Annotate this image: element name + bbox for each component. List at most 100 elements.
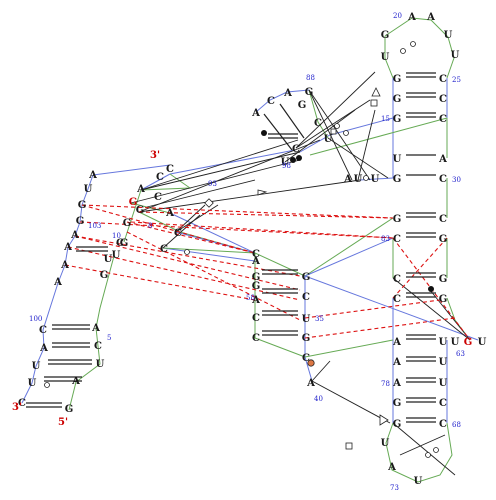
tertiary-interaction-line xyxy=(295,71,376,149)
nucleotide-label: U xyxy=(96,359,105,370)
nucleotide-label: C xyxy=(174,228,182,239)
tertiary-interaction-line xyxy=(162,214,201,249)
tertiary-interaction-line xyxy=(140,139,299,191)
position-number: 63 xyxy=(456,350,465,358)
open-circle-marker xyxy=(44,382,50,388)
long-range-dashed-line xyxy=(126,231,301,321)
nucleotide-label: C xyxy=(439,94,447,105)
nucleotide-label: U xyxy=(381,438,390,449)
long-range-dashed-line xyxy=(74,235,301,291)
backbone-line xyxy=(309,117,448,156)
nucleotide-label: G xyxy=(76,216,85,227)
nucleotide-label: C xyxy=(292,144,300,155)
open-circle-marker xyxy=(184,249,190,255)
nucleotide-label: U xyxy=(478,337,487,348)
nucleotide-label: A xyxy=(407,12,416,23)
backbone-line xyxy=(169,212,256,254)
nucleotide-label: C xyxy=(393,234,401,245)
position-number: 5 xyxy=(107,334,111,342)
backbone-line xyxy=(304,237,394,277)
tertiary-interaction-line xyxy=(146,179,256,208)
backbone-line xyxy=(169,149,296,175)
tertiary-interaction-line xyxy=(138,139,321,213)
long-range-dashed-line xyxy=(74,235,301,277)
tertiary-interaction-line xyxy=(429,289,471,341)
nucleotide-label: C xyxy=(314,118,322,129)
nucleotide-label: A xyxy=(136,184,145,195)
nucleotide-label: G xyxy=(393,174,402,185)
backbone-line xyxy=(304,275,479,341)
long-range-dashed-line xyxy=(130,221,394,239)
tertiary-interaction-line xyxy=(327,137,389,179)
nucleotide-label: U xyxy=(444,30,453,41)
nucleotide-label: G xyxy=(393,214,402,225)
nucleotide-label: G xyxy=(393,398,402,409)
nucleotide-label: U xyxy=(354,174,363,185)
tertiary-interaction-line xyxy=(399,434,446,456)
base-pair-bars xyxy=(26,41,439,458)
nucleotide-label: G xyxy=(302,333,311,344)
nucleotide-label: U xyxy=(439,357,448,368)
nucleotide-label: U xyxy=(451,50,460,61)
nucleotide-label: A xyxy=(60,260,69,271)
nucleotide-label: C xyxy=(252,249,260,260)
nucleotide-label: G xyxy=(393,94,402,105)
position-number: 15 xyxy=(381,115,390,123)
nucleotide-label: G xyxy=(298,100,307,111)
open-circle-marker xyxy=(343,130,349,136)
nucleotide-label: U xyxy=(451,337,460,348)
nucleotide-label: U xyxy=(84,184,93,195)
nucleotide-label: A xyxy=(39,343,48,354)
nucleotide-label: C xyxy=(154,192,162,203)
nucleotide-label: A xyxy=(91,323,100,334)
nucleotide-label: A xyxy=(426,12,435,23)
tertiary-interaction-line xyxy=(311,360,331,382)
position-number: 100 xyxy=(29,315,42,323)
nucleotide-label: A xyxy=(71,376,80,387)
position-number: 103 xyxy=(88,222,101,230)
backbone-line xyxy=(254,337,306,358)
nucleotide-label: A xyxy=(392,378,401,389)
triangle-marker xyxy=(371,87,381,97)
nucleotide-label: C xyxy=(252,313,260,324)
position-number: 88 xyxy=(306,74,315,82)
nucleotide-label: G xyxy=(302,272,311,283)
nucleotide-label: G xyxy=(78,200,87,211)
filled-circle-marker xyxy=(261,130,267,136)
backbone-line xyxy=(162,247,256,254)
square-marker xyxy=(345,442,353,450)
hairpin-loop-line xyxy=(385,422,453,483)
nucleotide-label: C xyxy=(116,238,124,249)
nucleotide-label: C xyxy=(94,341,102,352)
nucleotide-label: U xyxy=(393,154,402,165)
nucleotide-label: A xyxy=(165,208,174,219)
nucleotide-label: G xyxy=(136,205,145,216)
nucleotide-label: U xyxy=(371,174,380,185)
backbone-line xyxy=(446,297,471,341)
long-range-dashed-line xyxy=(304,317,456,339)
nucleotide-label: C xyxy=(166,164,174,175)
nucleotide-label: C xyxy=(18,398,26,409)
backbone-line xyxy=(123,189,142,243)
base-pair-bar xyxy=(263,113,293,151)
position-number: 25 xyxy=(452,76,461,84)
nucleotide-label: G xyxy=(120,238,129,249)
nucleotide-label: G xyxy=(464,337,473,348)
tertiary-interaction-line xyxy=(311,380,391,424)
backbone-line xyxy=(95,255,115,329)
backbone-line xyxy=(162,247,256,262)
position-number: 8 xyxy=(148,222,152,230)
tertiary-interaction-line xyxy=(308,89,371,181)
filled-circle-marker xyxy=(307,359,315,367)
nucleotide-label: A xyxy=(392,337,401,348)
filled-circle-marker xyxy=(428,286,434,292)
nucleotide-label: U xyxy=(32,361,41,372)
position-number: 68 xyxy=(452,421,461,429)
nucleotide-label: C xyxy=(439,398,447,409)
nucleotide-label: G xyxy=(381,30,390,41)
nucleotide-label: C xyxy=(439,419,447,430)
diamond-marker xyxy=(204,198,214,208)
nucleotide-label: C xyxy=(439,214,447,225)
nucleotide-label: A xyxy=(88,170,97,181)
